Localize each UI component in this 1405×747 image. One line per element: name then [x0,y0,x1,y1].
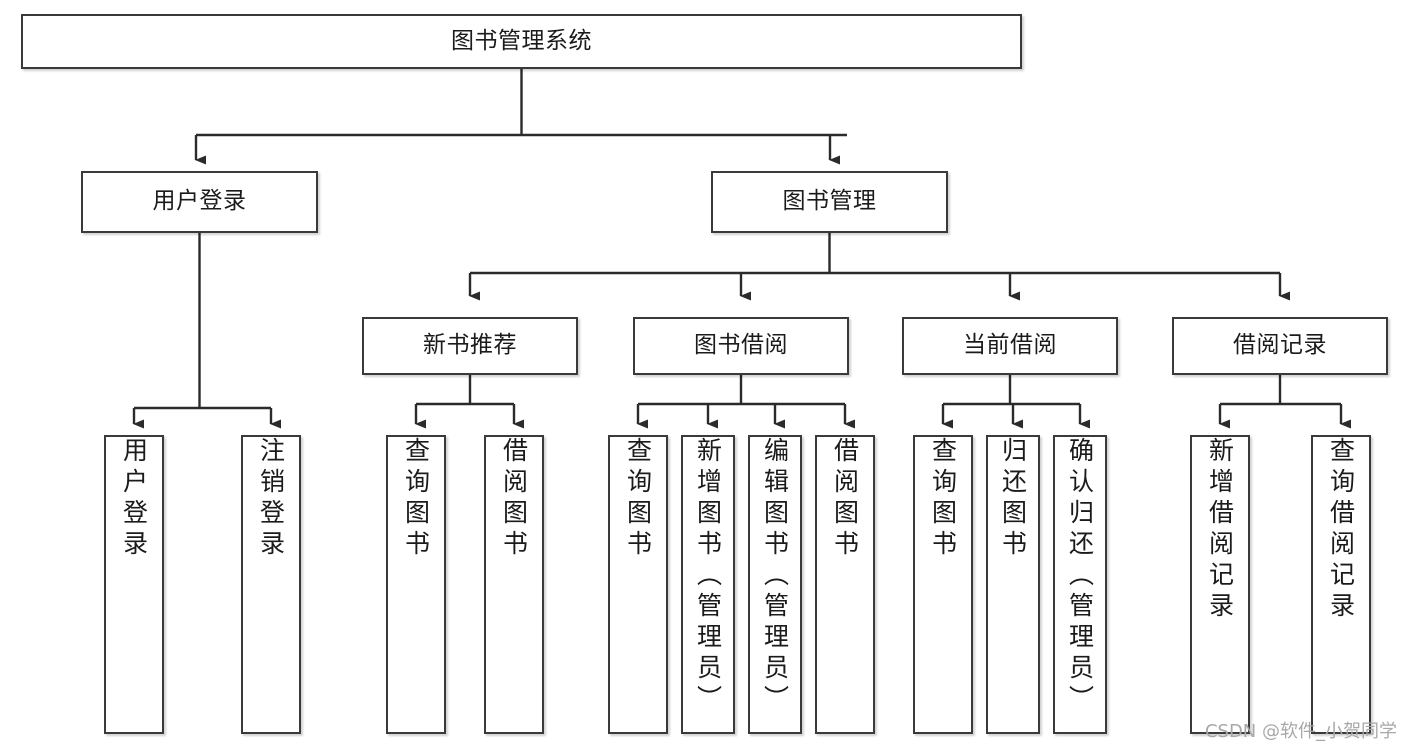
node-root-label: 图书管理系统 [451,27,592,54]
leaf-query-book-1[interactable]: 查询图书 [386,435,446,734]
node-book-borrow[interactable]: 图书借阅 [633,317,849,375]
node-user-login-label: 用户登录 [152,188,247,215]
node-new-book-rec-label: 新书推荐 [423,332,517,359]
leaf-add-book-admin-label: 新增图书（管理员） [693,437,723,716]
leaf-query-book-1-label: 查询图书 [401,437,431,561]
leaf-logout-label: 注销登录 [256,437,286,561]
leaf-add-book-admin[interactable]: 新增图书（管理员） [681,435,735,734]
leaf-query-book-2-label: 查询图书 [623,437,653,561]
leaf-edit-book-admin[interactable]: 编辑图书（管理员） [748,435,802,734]
leaf-return-book-label: 归还图书 [998,437,1028,561]
leaf-return-book[interactable]: 归还图书 [986,435,1040,734]
leaf-borrow-book-2[interactable]: 借阅图书 [815,435,875,734]
node-user-login[interactable]: 用户登录 [81,171,318,233]
node-book-manage-label: 图书管理 [782,188,877,215]
leaf-query-book-2[interactable]: 查询图书 [608,435,668,734]
node-book-manage[interactable]: 图书管理 [711,171,948,233]
leaf-query-record-label: 查询借阅记录 [1326,437,1356,623]
leaf-query-book-3[interactable]: 查询图书 [913,435,973,734]
leaf-confirm-return-admin[interactable]: 确认归还（管理员） [1053,435,1107,734]
leaf-query-book-3-label: 查询图书 [928,437,958,561]
node-current-borrow[interactable]: 当前借阅 [902,317,1118,375]
leaf-add-record[interactable]: 新增借阅记录 [1190,435,1250,734]
node-new-book-rec[interactable]: 新书推荐 [362,317,578,375]
leaf-edit-book-admin-label: 编辑图书（管理员） [760,437,790,716]
leaf-query-record[interactable]: 查询借阅记录 [1311,435,1371,734]
node-borrow-record[interactable]: 借阅记录 [1172,317,1388,375]
leaf-confirm-return-admin-label: 确认归还（管理员） [1065,437,1095,716]
leaf-logout[interactable]: 注销登录 [241,435,301,734]
node-current-borrow-label: 当前借阅 [963,332,1057,359]
leaf-user-login[interactable]: 用户登录 [104,435,164,734]
leaf-add-record-label: 新增借阅记录 [1205,437,1235,623]
node-book-borrow-label: 图书借阅 [694,332,788,359]
watermark-text: CSDN @软件_小贺同学 [1204,721,1397,742]
leaf-borrow-book-2-label: 借阅图书 [830,437,860,561]
node-borrow-record-label: 借阅记录 [1233,332,1327,359]
leaf-borrow-book-1[interactable]: 借阅图书 [484,435,544,734]
leaf-borrow-book-1-label: 借阅图书 [499,437,529,561]
leaf-user-login-label: 用户登录 [119,437,149,561]
node-root[interactable]: 图书管理系统 [21,14,1022,69]
